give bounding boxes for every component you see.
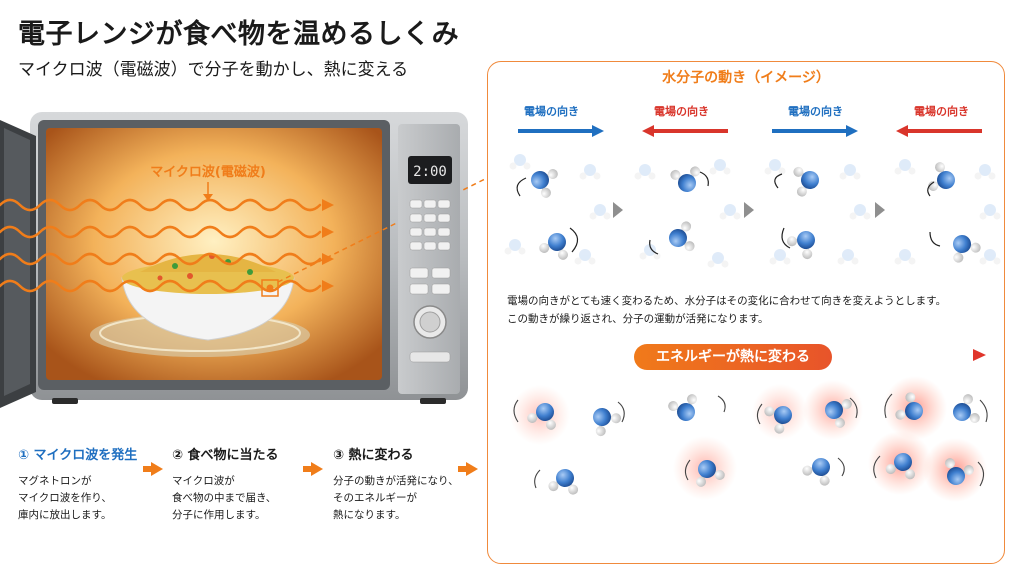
- step-1-desc: マグネトロンがマイクロ波を作り、庫内に放出します。: [18, 475, 112, 521]
- page-title: 電子レンジが食べ物を温めるしくみ: [18, 19, 460, 50]
- timer-text: 2:00: [413, 164, 447, 180]
- step-arrow-1: [143, 462, 163, 476]
- microwave-oven: 2:00: [0, 112, 488, 408]
- wave-label: マイクロ波(電磁波): [150, 164, 266, 180]
- timer-display: [408, 156, 452, 184]
- field-direction-label-4: 電場の向き: [914, 105, 969, 118]
- energy-label: エネルギーが熱に変わる: [634, 344, 832, 370]
- step-3-desc: 分子の動きが活発になり、そのエネルギーが熱になります。: [333, 475, 459, 521]
- step-arrow-3: [458, 462, 478, 476]
- step-2-title: ② 食べ物に当たる: [172, 448, 279, 463]
- field-direction-label-3: 電場の向き: [788, 105, 843, 118]
- start-button[interactable]: [409, 351, 451, 363]
- panel-description: 電場の向きがとても速く変わるため、水分子はその変化に合わせて向きを変えようとしま…: [507, 295, 947, 325]
- field-direction-label-2: 電場の向き: [654, 105, 709, 118]
- field-direction-label-1: 電場の向き: [524, 105, 579, 118]
- step-1: ① マイクロ波を発生 マグネトロンがマイクロ波を作り、庫内に放出します。: [18, 444, 168, 524]
- microwave-waves: [0, 198, 322, 293]
- step-1-title: ① マイクロ波を発生: [18, 448, 138, 463]
- frame-transitions: [613, 202, 885, 218]
- step-arrow-2: [303, 462, 323, 476]
- step-2: ② 食べ物に当たる マイクロ波が食べ物の中まで届き、分子に作用します。: [172, 444, 322, 524]
- step-2-desc: マイクロ波が食べ物の中まで届き、分子に作用します。: [172, 475, 277, 521]
- molecule-frames: [504, 154, 1001, 268]
- page-subtitle: マイクロ波（電磁波）で分子を動かし、熱に変える: [18, 60, 409, 80]
- field-arrows: [518, 125, 982, 137]
- step-3-title: ③ 熱に変わる: [333, 448, 414, 463]
- control-buttons[interactable]: [409, 199, 451, 295]
- panel-title: 水分子の動き（イメージ）: [662, 70, 830, 86]
- molecule-panel: [487, 61, 1005, 564]
- step-3: ③ 熱に変わる 分子の動きが活発になり、そのエネルギーが熱になります。: [333, 444, 483, 524]
- heated-molecules: [510, 376, 988, 502]
- wave-arrowheads: [322, 199, 334, 292]
